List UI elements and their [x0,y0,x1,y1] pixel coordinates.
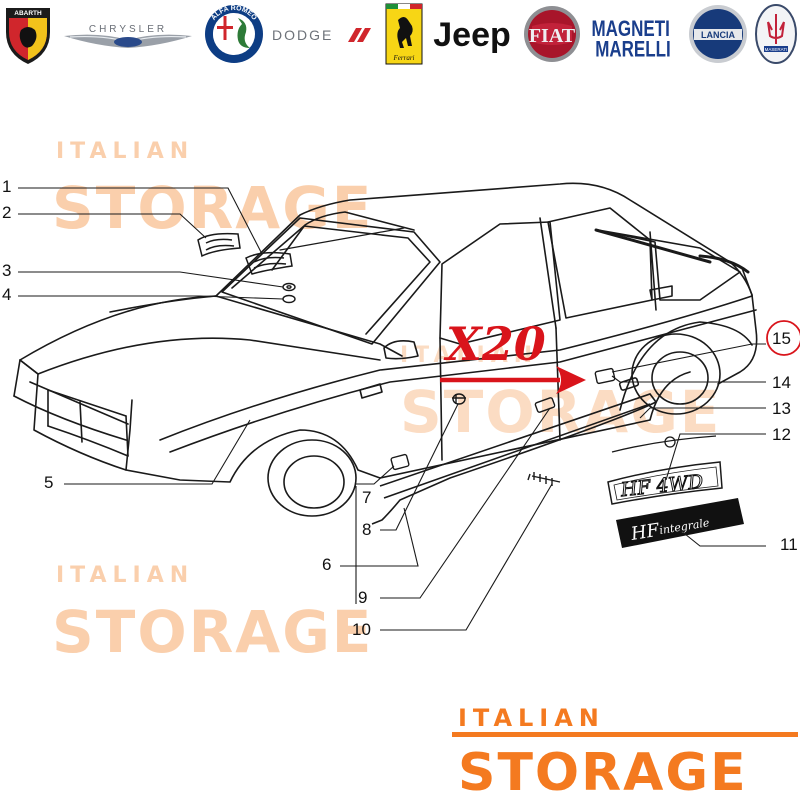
quantity-annotation: X20 [440,317,586,394]
watermark-top: ITALIAN STORAGE [52,139,373,242]
chrysler-logo: CHRYSLER [60,2,196,66]
callout-15: 15 [772,329,791,348]
dodge-logo: DODGE [270,2,376,66]
lancia-logo: LANCIA [686,2,750,66]
watermark-bottom-line1: ITALIAN [56,563,194,588]
footer-logo: ITALIAN STORAGE [452,704,798,800]
abarth-logo-text: ABARTH [14,10,42,17]
maserati-logo: MASERATI [754,2,798,66]
callout-7: 7 [362,488,371,507]
leader-lines [18,187,766,631]
alfa-romeo-logo: ALFA ROMEO [202,2,266,66]
jeep-logo-text: Jeep [433,16,511,54]
fiat-logo: FIAT [522,2,582,66]
car-outline [13,182,758,517]
callout-2: 2 [2,203,11,222]
watermark-bottom: ITALIAN STORAGE [52,563,373,666]
washer-parts [282,282,296,304]
footer-logo-line1: ITALIAN [458,704,605,732]
clip-parts [390,367,616,486]
lancia-logo-text: LANCIA [701,30,735,40]
badge-hf-integrale: HF integrale [616,498,744,548]
callout-14: 14 [772,373,791,392]
hood-vent-parts [197,232,293,275]
quantity-label: X20 [443,317,546,371]
jeep-logo: Jeep [428,2,516,66]
callout-1: 1 [2,177,11,196]
brand-logo-strip: ABARTH CHRYSLER ALFA ROMEO DODGE [0,0,800,68]
badge-hf4wd-text: HF 4WD [619,471,704,502]
ferrari-logo-text: Ferrari [393,54,415,62]
callout-numbers: 1 2 3 4 5 6 7 8 9 10 11 12 13 14 15 [2,177,798,639]
dodge-logo-text: DODGE [272,27,333,43]
chrysler-logo-text: CHRYSLER [89,24,167,35]
watermark-top-line1: ITALIAN [56,139,194,164]
callout-10: 10 [352,620,371,639]
callout-4: 4 [2,285,11,304]
footer-logo-line2: STORAGE [458,743,748,800]
parts-diagram: ITALIAN STORAGE ITALIAN STORAGE ITALIAN … [2,139,800,800]
fiat-logo-text: FIAT [529,25,576,47]
abarth-logo: ABARTH [2,2,54,66]
watermark-top-line2: STORAGE [52,174,373,242]
callout-11: 11 [780,535,798,554]
side-moulding-part [371,377,658,525]
maserati-logo-text: MASERATI [765,47,788,52]
callout-3: 3 [2,261,11,280]
badge-hf-integrale-hf: HF [629,520,663,546]
badge-hf4wd-mount [611,435,717,453]
callout-5: 5 [44,473,53,492]
callout-13: 13 [772,399,791,418]
badge-hf4wd: HF 4WD [607,461,723,505]
callout-6: 6 [322,555,331,574]
magneti-marelli-logo-text: MAGNETI MARELLI [591,17,674,62]
callout-8: 8 [362,520,371,539]
magneti-marelli-logo: MAGNETI MARELLI [586,2,680,66]
watermark-bottom-line2: STORAGE [52,598,373,666]
highlight-circle-15 [766,320,800,356]
ferrari-logo: Ferrari [384,2,424,66]
callout-12: 12 [772,425,791,444]
callout-9: 9 [358,588,367,607]
